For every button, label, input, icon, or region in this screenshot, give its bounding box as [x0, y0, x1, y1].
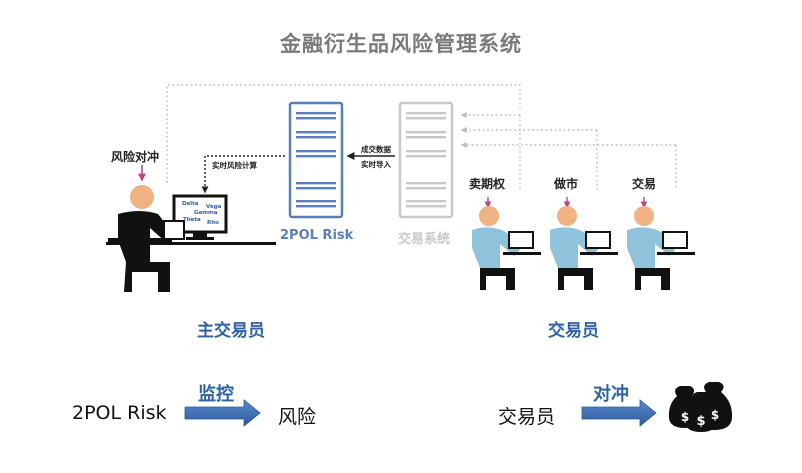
bottom-right-source: 交易员: [498, 406, 556, 428]
trader-figure-2: [550, 197, 618, 290]
hedge-arrow: [581, 399, 657, 427]
server-2pol: [288, 101, 344, 219]
bottom-right-action: 对冲: [593, 384, 629, 405]
page-title: 金融衍生品风险管理系统: [280, 32, 522, 56]
main-trader-head: [130, 185, 154, 209]
trade-data-label: 成交数据: [361, 145, 391, 154]
trader-label-2: 做市: [554, 177, 579, 191]
trader-figure-1: [472, 197, 541, 290]
dotted-connectors: [166, 84, 677, 190]
main-trader-label: 主交易员: [197, 321, 265, 341]
server-2pol-label: 2POL Risk: [280, 228, 354, 243]
realtime-import-label: 实时导入: [361, 160, 391, 169]
trader-label-1: 卖期权: [469, 177, 506, 191]
svg-text:$: $: [681, 410, 689, 424]
server-trading-system: [398, 101, 454, 219]
money-bags-icon: $ $ $: [668, 382, 733, 432]
monitor-word-rho: Rho: [207, 220, 219, 226]
main-trader-figure: [106, 165, 276, 292]
svg-text:$: $: [696, 414, 705, 429]
monitor-word-gamma: Gamma: [194, 210, 218, 216]
monitor-word-theta: Theta: [183, 217, 201, 223]
hedging-label: 风险对冲: [111, 150, 160, 164]
svg-text:$: $: [711, 408, 719, 422]
monitor-word-delta: Delta: [182, 201, 199, 207]
server-trading-label: 交易系统: [398, 232, 451, 247]
connector-top-loop: [166, 84, 521, 183]
bottom-left-action: 监控: [198, 384, 234, 405]
bottom-left-source: 2POL Risk: [72, 402, 167, 424]
traders-group-label: 交易员: [548, 321, 599, 341]
trader-label-3: 交易: [632, 177, 657, 191]
monitor-arrow: [184, 399, 261, 427]
monitor-word-vega: Vega: [206, 204, 222, 210]
trader-figure-3: [627, 197, 695, 290]
realtime-calc-arrow: [201, 155, 285, 194]
bottom-left-target: 风险: [278, 406, 317, 428]
realtime-calc-label: 实时风险计算: [212, 161, 257, 170]
